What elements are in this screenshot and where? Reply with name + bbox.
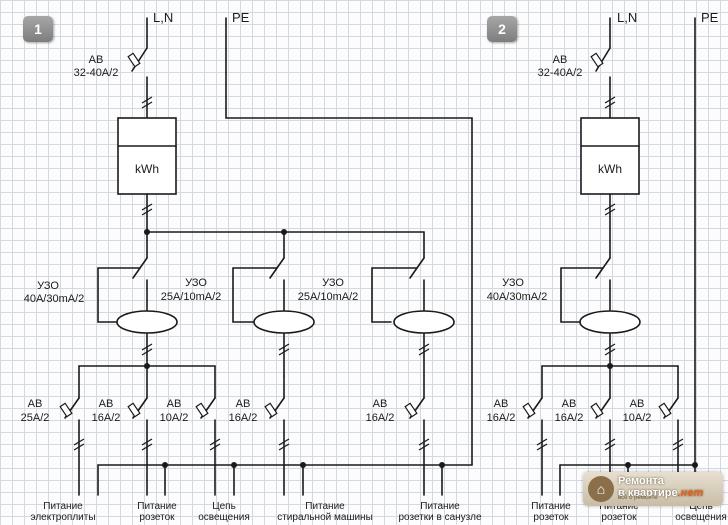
scheme1-meter-label: kWh — [135, 162, 159, 176]
scheme2-breaker1-name: АВ — [493, 398, 509, 410]
scheme1-breaker1-name: АВ — [27, 398, 43, 410]
junction-dots — [144, 229, 698, 468]
site-logo: ⌂ Ремонта в квартире.нет всё о ремонте — [583, 472, 723, 506]
scheme1-pe-line — [97, 17, 473, 496]
scheme1-rcd1-name: УЗО — [37, 280, 59, 292]
scheme1-rcd3-name: УЗО — [322, 277, 344, 289]
logo-tagline: всё о ремонте — [618, 495, 658, 501]
scheme2-breaker2-rating: 16A/2 — [554, 412, 584, 424]
scheme2-breaker2-name: АВ — [561, 398, 577, 410]
breaker-latches — [59, 52, 672, 418]
scheme1-phase-label: L,N — [153, 10, 174, 25]
scheme1-meter-box — [117, 117, 177, 195]
scheme1-breaker5-rating: 16A/2 — [365, 412, 395, 424]
scheme1-rcd2-rating: 25A/10mA/2 — [160, 291, 222, 303]
scheme1-rcd3-toroid — [393, 310, 455, 334]
scheme2-meter-label: kWh — [598, 162, 622, 176]
scheme1-main-breaker-rating: 32-40A/2 — [73, 67, 119, 79]
scheme1-breakers — [64, 365, 425, 496]
scheme1-rcd2-name: УЗО — [185, 277, 207, 289]
scheme2-badge: 2 — [487, 16, 517, 42]
scheme1-breaker4-name: АВ — [235, 398, 251, 410]
scheme2-meter-box — [580, 117, 640, 195]
scheme1-breaker2-name: АВ — [98, 398, 114, 410]
scheme2-rcd-toroid — [579, 310, 641, 334]
scheme1-pe-label: PE — [232, 10, 250, 25]
scheme1-main-feed — [131, 17, 148, 119]
scheme1-breaker5-name: АВ — [372, 398, 388, 410]
scheme1-breaker4-rating: 16A/2 — [228, 412, 258, 424]
scheme2-main-breaker-name: АВ — [552, 54, 568, 66]
scheme1-breaker3-rating: 10A/2 — [159, 412, 189, 424]
scheme2-breaker3-rating: 10A/2 — [622, 412, 652, 424]
scheme1-badge: 1 — [23, 16, 53, 42]
scheme2-main-breaker-rating: 32-40A/2 — [537, 67, 583, 79]
scheme2-main-feed — [595, 17, 611, 119]
scheme2-breaker3-name: АВ — [629, 398, 645, 410]
scheme1-breaker3-name: АВ — [166, 398, 182, 410]
scheme2-breaker1-rating: 16A/2 — [486, 412, 516, 424]
logo-text: Ремонта в квартире.нет — [618, 475, 704, 499]
logo-house-icon: ⌂ — [588, 476, 614, 502]
scheme2-rcd-rating: 40A/30mA/2 — [486, 291, 548, 303]
scheme2-rcd-name: УЗО — [502, 277, 524, 289]
scheme1-rcd1-rating: 40A/30mA/2 — [23, 293, 85, 305]
scheme1-rcd2-toroid — [253, 310, 315, 334]
two-wire-markers — [73, 96, 684, 451]
scheme2-pe-label: PE — [701, 10, 719, 25]
scheme1-main-breaker-name: АВ — [88, 54, 104, 66]
scheme1-rcd3-rating: 25A/10mA/2 — [297, 291, 359, 303]
scheme1-breaker1-rating: 25A/2 — [20, 412, 50, 424]
scheme1-breaker2-rating: 16A/2 — [91, 412, 121, 424]
scheme1-rcd1-toroid — [116, 310, 178, 334]
scheme2-phase-label: L,N — [617, 10, 638, 25]
